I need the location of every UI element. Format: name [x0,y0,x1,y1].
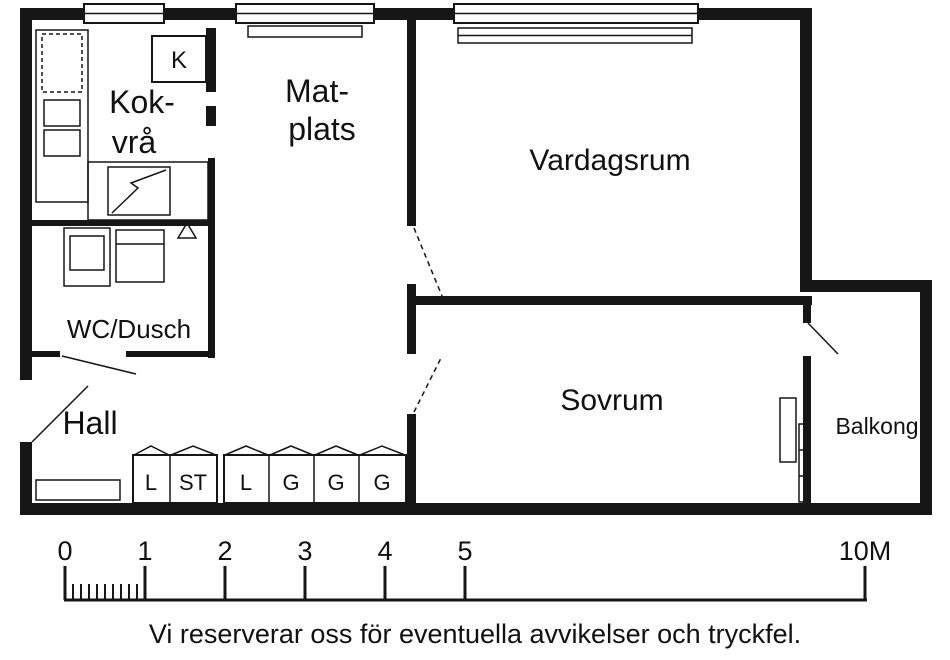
stove [107,166,171,216]
label-k-cabinet: K [171,47,187,74]
hall-shelf [35,479,121,501]
sink-bowl-1 [43,99,81,127]
room-label-sovrum: Sovrum [560,384,663,417]
scale-label-4: 4 [377,536,392,566]
toilet [115,229,165,283]
room-label-matplats-2: plats [288,111,356,147]
radiator-sovrum [779,397,797,463]
balcony-door-swing [807,322,839,355]
room-label-matplats-1: Mat- [285,73,349,109]
room-label-hall: Hall [62,405,117,441]
k-cabinet-box [151,35,207,83]
closet-label-5: G [373,470,390,495]
wall-wc-bottom [32,351,60,357]
room-label-kokvra-1: Kok- [109,84,175,120]
scale-label-10m: 10M [839,536,892,566]
fridge [41,33,83,93]
scale-minor-ticks [72,584,138,600]
closet-door-marks [133,445,406,456]
wall-sovrum-balkong [803,303,811,323]
room-label-kokvra-2: vrå [112,124,157,160]
kitchen-counter [35,29,89,203]
closet-group-2 [223,454,407,504]
room-label-vardagsrum: Vardagsrum [529,144,690,177]
room-label-wc-dusch: WC/Dusch [67,314,191,344]
closet-label-3: G [282,470,299,495]
wall-wc-top [32,220,212,226]
scale-label-5: 5 [457,536,472,566]
front-door-opening [19,380,33,442]
vent-triangle [176,221,198,239]
wall-kitchen-stub [206,28,216,92]
closets [35,445,407,504]
door-swings-dashed [413,227,443,413]
closet-group-1 [132,454,218,504]
wc-fixtures [63,227,165,287]
scale-label-3: 3 [297,536,312,566]
scale-label-0: 0 [57,536,72,566]
closet-label-1: ST [179,470,207,495]
wall-vardagsrum-sovrum [416,296,812,305]
balcony-rail [798,423,811,503]
scale-label-1: 1 [137,536,152,566]
closet-label-2: L [240,470,252,495]
front-door-swing [31,385,89,443]
sink-bowl-2 [43,129,81,157]
room-label-balkong: Balkong [835,413,918,439]
closet-label-4: G [327,470,344,495]
interior-walls [32,20,839,503]
closet-label-0: L [145,470,157,495]
wall-wc-right [208,158,215,358]
windows [83,3,699,24]
scale-major-ticks [63,566,867,600]
wc-door-swing [61,355,137,375]
radiators [247,25,693,44]
bedroom-fixtures [779,397,811,503]
stove-symbol [111,169,167,214]
kitchen-fixtures [35,29,209,239]
wall-matplats-vardagsrum [407,20,416,226]
stove-counter [87,161,209,221]
radiator-matplats [247,25,363,38]
washing-machine [63,227,111,287]
scale-label-2: 2 [217,536,232,566]
disclaimer-text: Vi reserverar oss för eventuella avvikel… [149,619,801,649]
scale-bar: 0 1 2 3 4 5 10M [57,536,892,602]
